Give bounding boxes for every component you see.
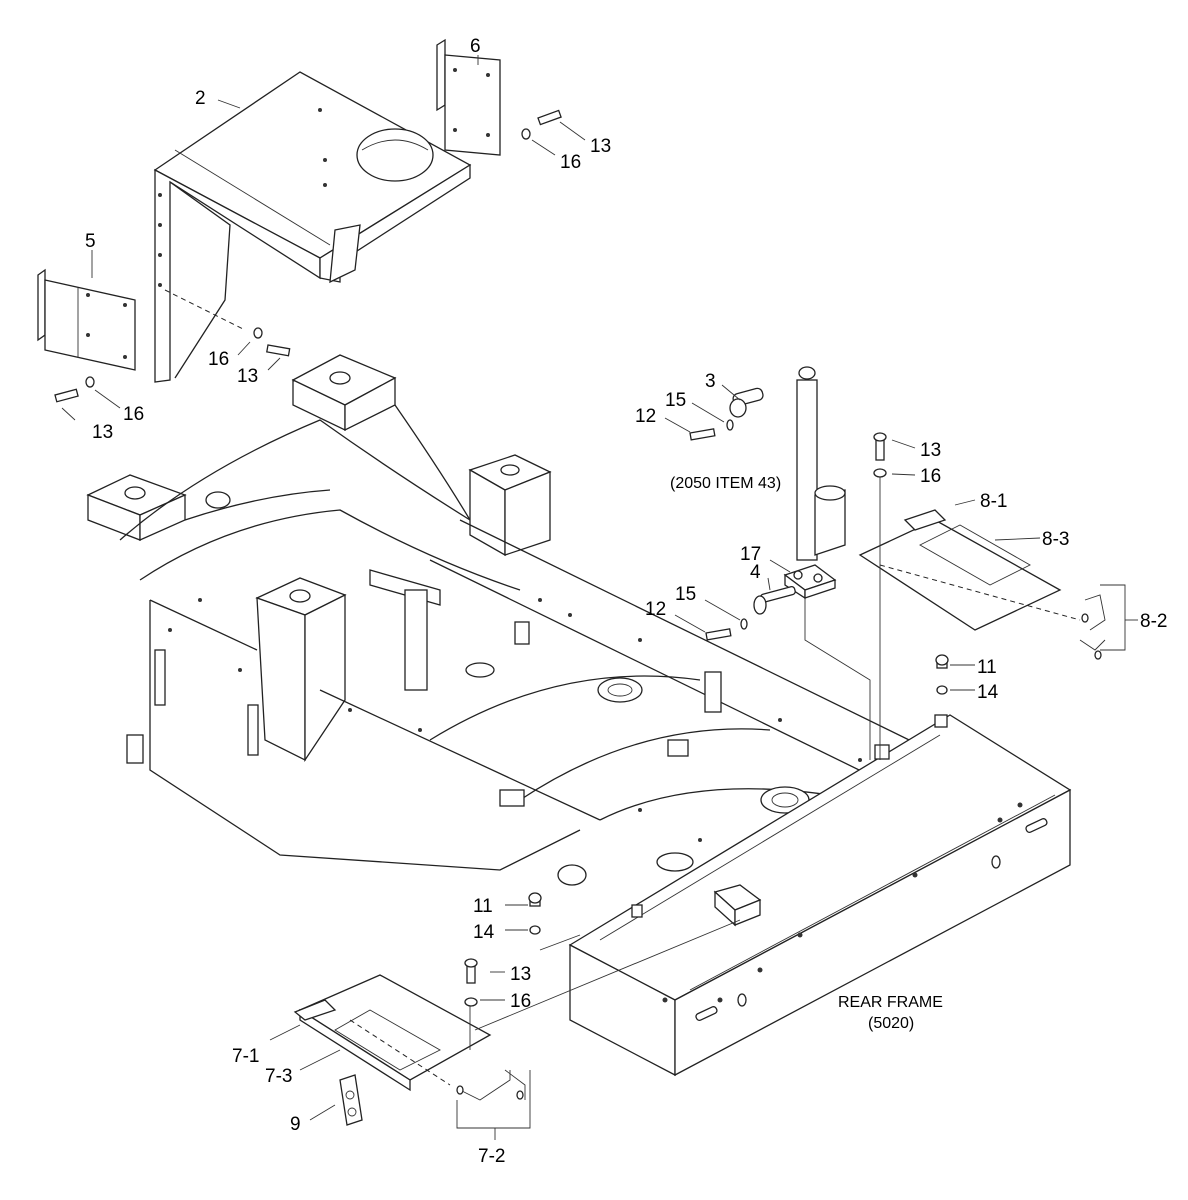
callout-8-1: 8-1 [980, 491, 1007, 512]
callout-12: 12 [645, 599, 666, 620]
callout-8-3: 8-3 [1042, 529, 1069, 550]
callout-labels: 2 6 13 16 5 16 13 13 16 3 15 12 (2050 IT… [85, 36, 1167, 1167]
callout-16: 16 [208, 349, 229, 370]
part-5-plate [37, 268, 136, 371]
rear-frame-label: REAR FRAME [838, 994, 943, 1011]
callout-16: 16 [920, 466, 941, 487]
part-2-cover [153, 71, 472, 383]
callout-2: 2 [195, 88, 206, 109]
callout-15: 15 [675, 584, 696, 605]
callout-7-3: 7-3 [265, 1066, 292, 1087]
callout-16: 16 [560, 152, 581, 173]
part-8-cover [858, 432, 1138, 760]
callout-13: 13 [510, 964, 531, 985]
rear-frame-code: (5020) [868, 1015, 914, 1032]
callout-5: 5 [85, 231, 96, 252]
callout-8-2: 8-2 [1140, 611, 1167, 632]
callout-14: 14 [977, 682, 999, 703]
callout-7-1: 7-1 [232, 1046, 259, 1067]
main-frame [86, 354, 1072, 1077]
leader-lines [61, 55, 1041, 1121]
callout-13: 13 [590, 136, 611, 157]
part-6-plate [436, 38, 501, 156]
callout-15: 15 [665, 390, 686, 411]
callout-9: 9 [290, 1114, 301, 1135]
part-7-cover [293, 892, 741, 1140]
callout-13: 13 [237, 366, 258, 387]
callout-11: 11 [977, 657, 997, 678]
ref-item-note: (2050 ITEM 43) [670, 475, 781, 492]
callout-14: 14 [473, 922, 495, 943]
callout-11: 11 [473, 896, 493, 917]
callout-3: 3 [705, 371, 716, 392]
callout-16: 16 [123, 404, 144, 425]
upper-hardware [54, 109, 562, 403]
callout-17: 17 [740, 544, 761, 565]
cylinder-assembly [689, 366, 871, 760]
callout-12: 12 [635, 406, 656, 427]
callout-13: 13 [92, 422, 113, 443]
callout-13: 13 [920, 440, 941, 461]
callout-4: 4 [750, 562, 761, 583]
callout-6: 6 [470, 36, 481, 57]
callout-16: 16 [510, 991, 531, 1012]
callout-7-2: 7-2 [478, 1146, 505, 1167]
